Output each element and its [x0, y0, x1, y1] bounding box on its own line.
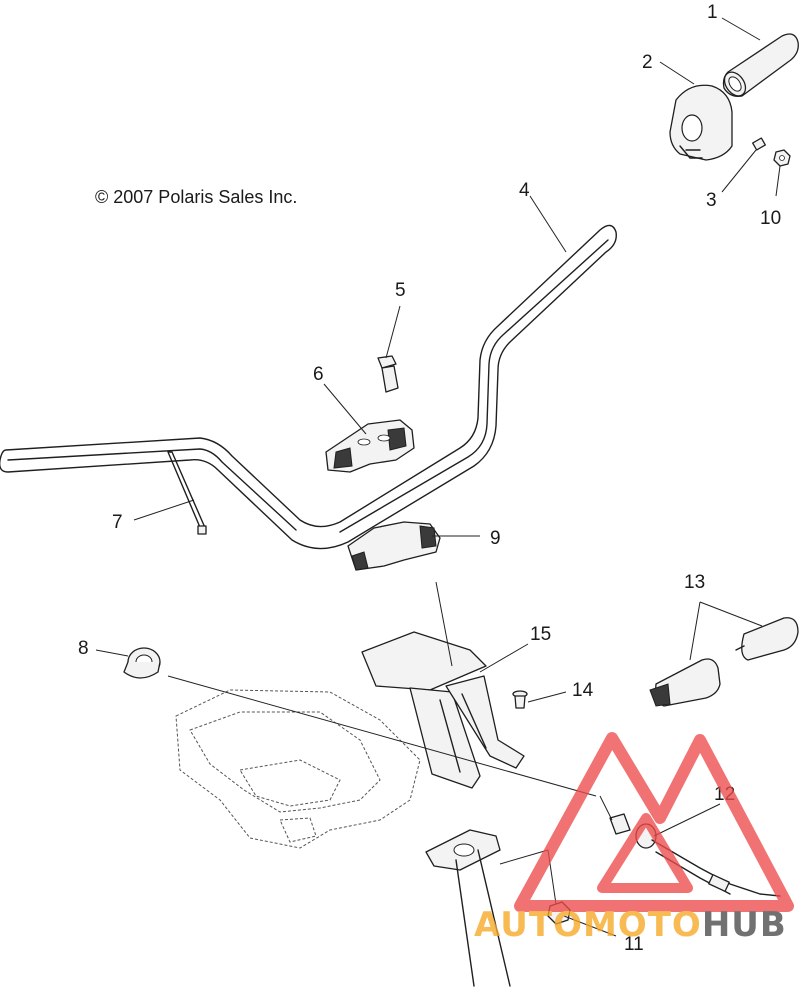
- part-7-cable-tie: [167, 451, 207, 535]
- part-2-throttle-housing: [669, 84, 733, 161]
- part-6-upper-clamp: [325, 419, 415, 473]
- part-15-bracket: [361, 631, 525, 789]
- callout-1: 1: [707, 2, 718, 23]
- leader-lines: [95, 17, 781, 937]
- steering-plate: [425, 829, 511, 987]
- callout-9: 9: [490, 528, 501, 549]
- callout-8: 8: [78, 638, 89, 659]
- part-13-end-cap: [735, 617, 799, 661]
- body-panel: [175, 689, 421, 849]
- callout-11: 11: [624, 934, 644, 955]
- callout-15: 15: [530, 624, 551, 645]
- part-1-grip: [722, 33, 799, 97]
- part-10-nut: [773, 149, 791, 167]
- watermark-logo: AUTOMOTOHUB: [474, 732, 794, 945]
- callout-5: 5: [395, 280, 406, 301]
- part-14-bolt: [512, 690, 528, 709]
- part-4-handlebar: [0, 224, 617, 550]
- callout-6: 6: [313, 364, 324, 385]
- part-5-bolt: [377, 355, 399, 393]
- callout-14: 14: [572, 680, 594, 701]
- part-9-lower-clamp: [347, 521, 441, 571]
- part-3-screw: [752, 137, 766, 151]
- callout-2: 2: [642, 52, 653, 73]
- copyright-notice: © 2007 Polaris Sales Inc.: [95, 187, 297, 207]
- callout-3: 3: [706, 190, 717, 211]
- watermark-text-auto: AUTOMOTOHUB: [474, 905, 787, 945]
- callout-10: 10: [760, 208, 781, 229]
- part-13-grip: [649, 658, 721, 707]
- callout-4: 4: [519, 180, 530, 201]
- callout-7: 7: [112, 512, 123, 533]
- callout-13: 13: [684, 572, 705, 593]
- part-8-bushing: [123, 647, 161, 679]
